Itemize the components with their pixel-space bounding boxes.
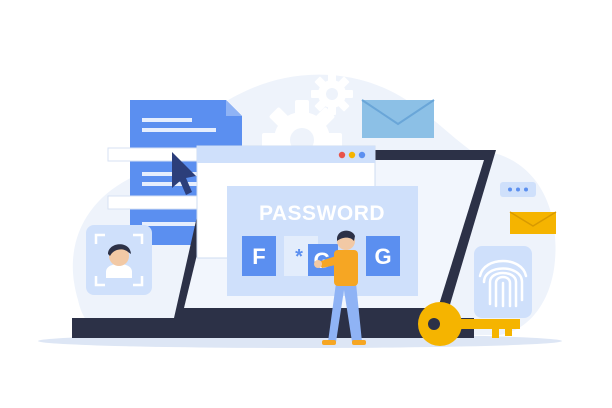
window-dot-yellow: [348, 151, 356, 159]
window-dot-blue: [358, 151, 366, 159]
password-key-label: F: [252, 244, 265, 269]
password-key-label: G: [374, 244, 391, 269]
gear-icon: [311, 73, 353, 115]
password-panel: PASSWORD F * G G: [227, 186, 418, 296]
envelope-icon: [361, 99, 435, 138]
laptop-base: [72, 318, 474, 338]
envelope-icon: [509, 211, 557, 234]
cursor-arrow-icon: [172, 152, 196, 195]
face-id-icon: [86, 225, 152, 295]
window-dot-red: [338, 151, 346, 159]
password-key-label: *: [295, 246, 303, 268]
key-icon: [418, 302, 520, 346]
person-figure: [314, 230, 366, 345]
password-key-1[interactable]: F: [242, 236, 276, 276]
password-title: PASSWORD: [259, 202, 385, 225]
fingerprint-icon: [474, 246, 532, 318]
password-key-3[interactable]: G: [308, 244, 338, 276]
chat-bubble-icon: [500, 182, 536, 197]
password-key-4[interactable]: G: [366, 236, 400, 276]
